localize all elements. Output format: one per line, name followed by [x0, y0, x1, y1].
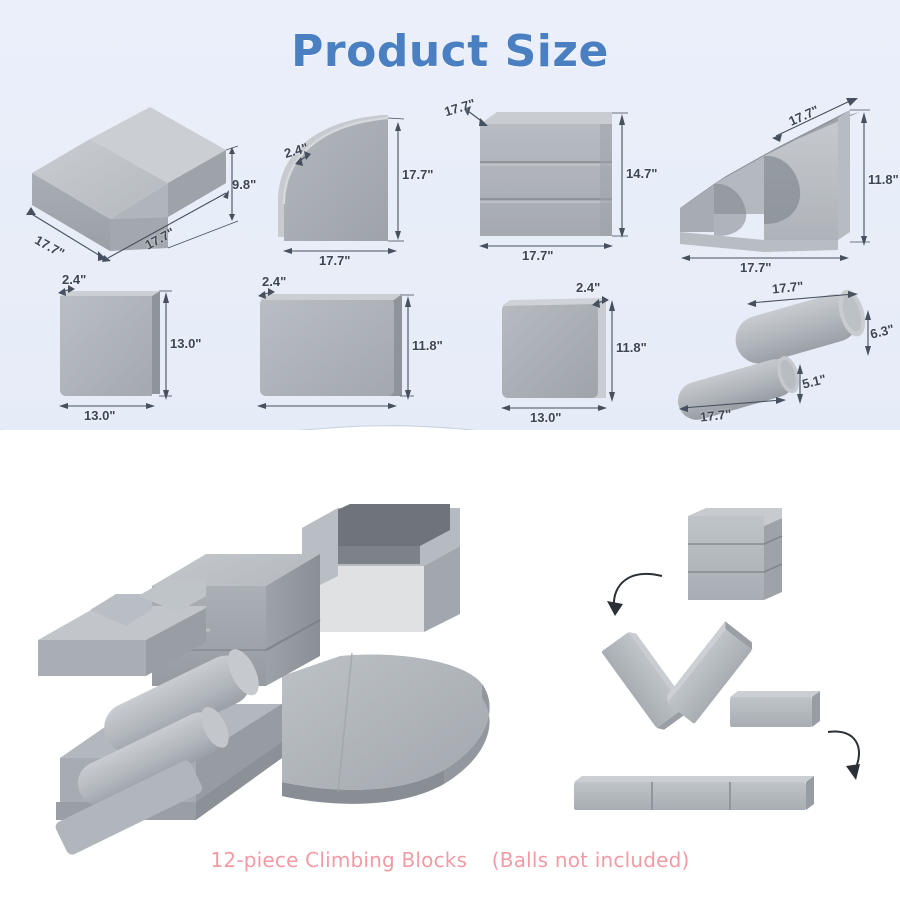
three-layer-stack-illustration: [480, 112, 612, 236]
spec-two-step-block: 9.8" 17.7" 17.7": [18, 105, 268, 270]
caption-main: 12-piece Climbing Blocks: [210, 848, 468, 872]
label-stack-width: 17.7": [522, 248, 554, 263]
fold-arrow-1: [607, 572, 663, 616]
product-size-panel: Product Size: [0, 0, 900, 465]
spec-square-mat-13: 2.4" 13.0" 13.0": [40, 272, 230, 430]
page-title: Product Size: [291, 26, 609, 77]
label-mat13-height: 11.8": [616, 340, 647, 355]
folded-state: [688, 508, 783, 600]
assembly-panel: [0, 430, 900, 900]
spec-three-layer-stack-block: 17.7" 14.7" 17.7": [440, 96, 660, 270]
spec-roller-pair: 17.7" 6.3" 5.1" 17.7": [672, 278, 898, 432]
square-mat-illustration: [60, 291, 160, 396]
assembled-play-set: [38, 504, 490, 855]
fold-arrow-2: [827, 730, 860, 780]
label-wide-mat-height: 11.8": [412, 338, 443, 353]
wide-mat-illustration: [260, 294, 402, 396]
caption-note: (Balls not included): [491, 848, 690, 872]
product-caption: 12-piece Climbing Blocks (Balls not incl…: [0, 848, 900, 872]
label-two-step-height: 9.8": [232, 177, 257, 192]
label-mat13-thickness: 2.4": [576, 280, 601, 295]
half-unfolded-state: [601, 621, 820, 730]
folding-block-sequence: [574, 508, 860, 810]
spec-quarter-round-block: 2.4" 17.7" 17.7": [262, 105, 442, 270]
label-wave-width: 17.7": [740, 260, 772, 275]
wave-step-block-illustration: [680, 110, 860, 252]
mat-13-illustration: [502, 298, 606, 398]
label-square-mat-thickness: 2.4": [62, 272, 87, 287]
spec-mat-13-by-11-8: 2.4" 11.8" 13.0": [492, 278, 682, 430]
label-square-mat-height: 13.0": [170, 336, 202, 351]
label-square-mat-width: 13.0": [84, 408, 116, 423]
label-wide-mat-thickness: 2.4": [262, 274, 287, 289]
label-mat13-width: 13.0": [530, 410, 562, 425]
spec-wave-step-block: 17.7" 11.8" 17.7": [678, 92, 899, 275]
label-quarter-width: 17.7": [319, 253, 351, 268]
label-quarter-height: 17.7": [402, 167, 434, 182]
label-wave-height: 11.8": [868, 172, 899, 187]
spec-wide-mat: 2.4" 11.8": [242, 274, 468, 430]
quarter-round-block-illustration: [278, 115, 389, 241]
label-stack-height: 14.7": [626, 166, 658, 181]
flat-state: [574, 776, 814, 810]
